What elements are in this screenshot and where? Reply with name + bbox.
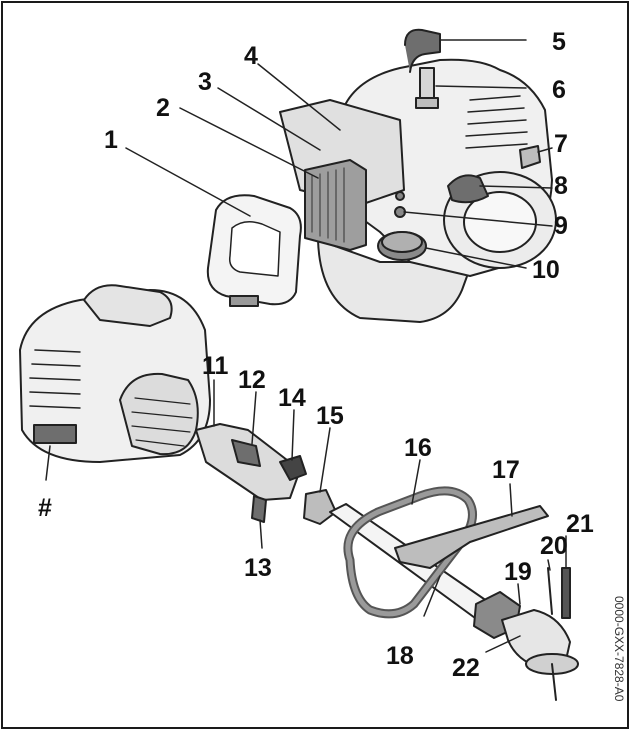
callout-10: 10 [532, 256, 560, 284]
callout-3: 3 [198, 68, 212, 96]
document-code-container: 0000-GXX-7828-A0 [612, 596, 628, 716]
callout-13: 13 [244, 554, 272, 582]
document-code: 0000-GXX-7828-A0 [612, 596, 626, 702]
gearhead [473, 591, 579, 701]
callout-20: 20 [540, 532, 568, 560]
callout-9: 9 [554, 212, 568, 240]
callout-18: 18 [386, 642, 414, 670]
callout-12: 12 [238, 366, 266, 394]
callout-21: 21 [566, 510, 594, 538]
callout-5: 5 [552, 28, 566, 56]
callout-17: 17 [492, 456, 520, 484]
power-head [19, 284, 211, 463]
callout-8: 8 [554, 172, 568, 200]
callout-19: 19 [504, 558, 532, 586]
part-21-pin [561, 567, 571, 619]
spark-plug [419, 67, 435, 103]
callout-hash: # [38, 494, 52, 522]
callout-6: 6 [552, 76, 566, 104]
part-20-rod [547, 567, 553, 615]
callout-11: 11 [202, 352, 229, 380]
choke-lever [519, 145, 541, 169]
callout-7: 7 [554, 130, 568, 158]
callout-16: 16 [404, 434, 432, 462]
engine-unit-top [279, 28, 557, 323]
callout-14: 14 [278, 384, 306, 412]
starter-handle [447, 174, 489, 204]
callout-15: 15 [316, 402, 344, 430]
callout-22: 22 [452, 654, 480, 682]
spark-plug-cap [404, 28, 441, 73]
callout-2: 2 [156, 94, 170, 122]
callout-1: 1 [104, 126, 118, 154]
throttle-handle [195, 423, 337, 525]
rating-plate [33, 424, 77, 444]
barrier-bar [394, 505, 549, 569]
leader-lines [45, 39, 567, 653]
callout-4: 4 [244, 42, 258, 70]
